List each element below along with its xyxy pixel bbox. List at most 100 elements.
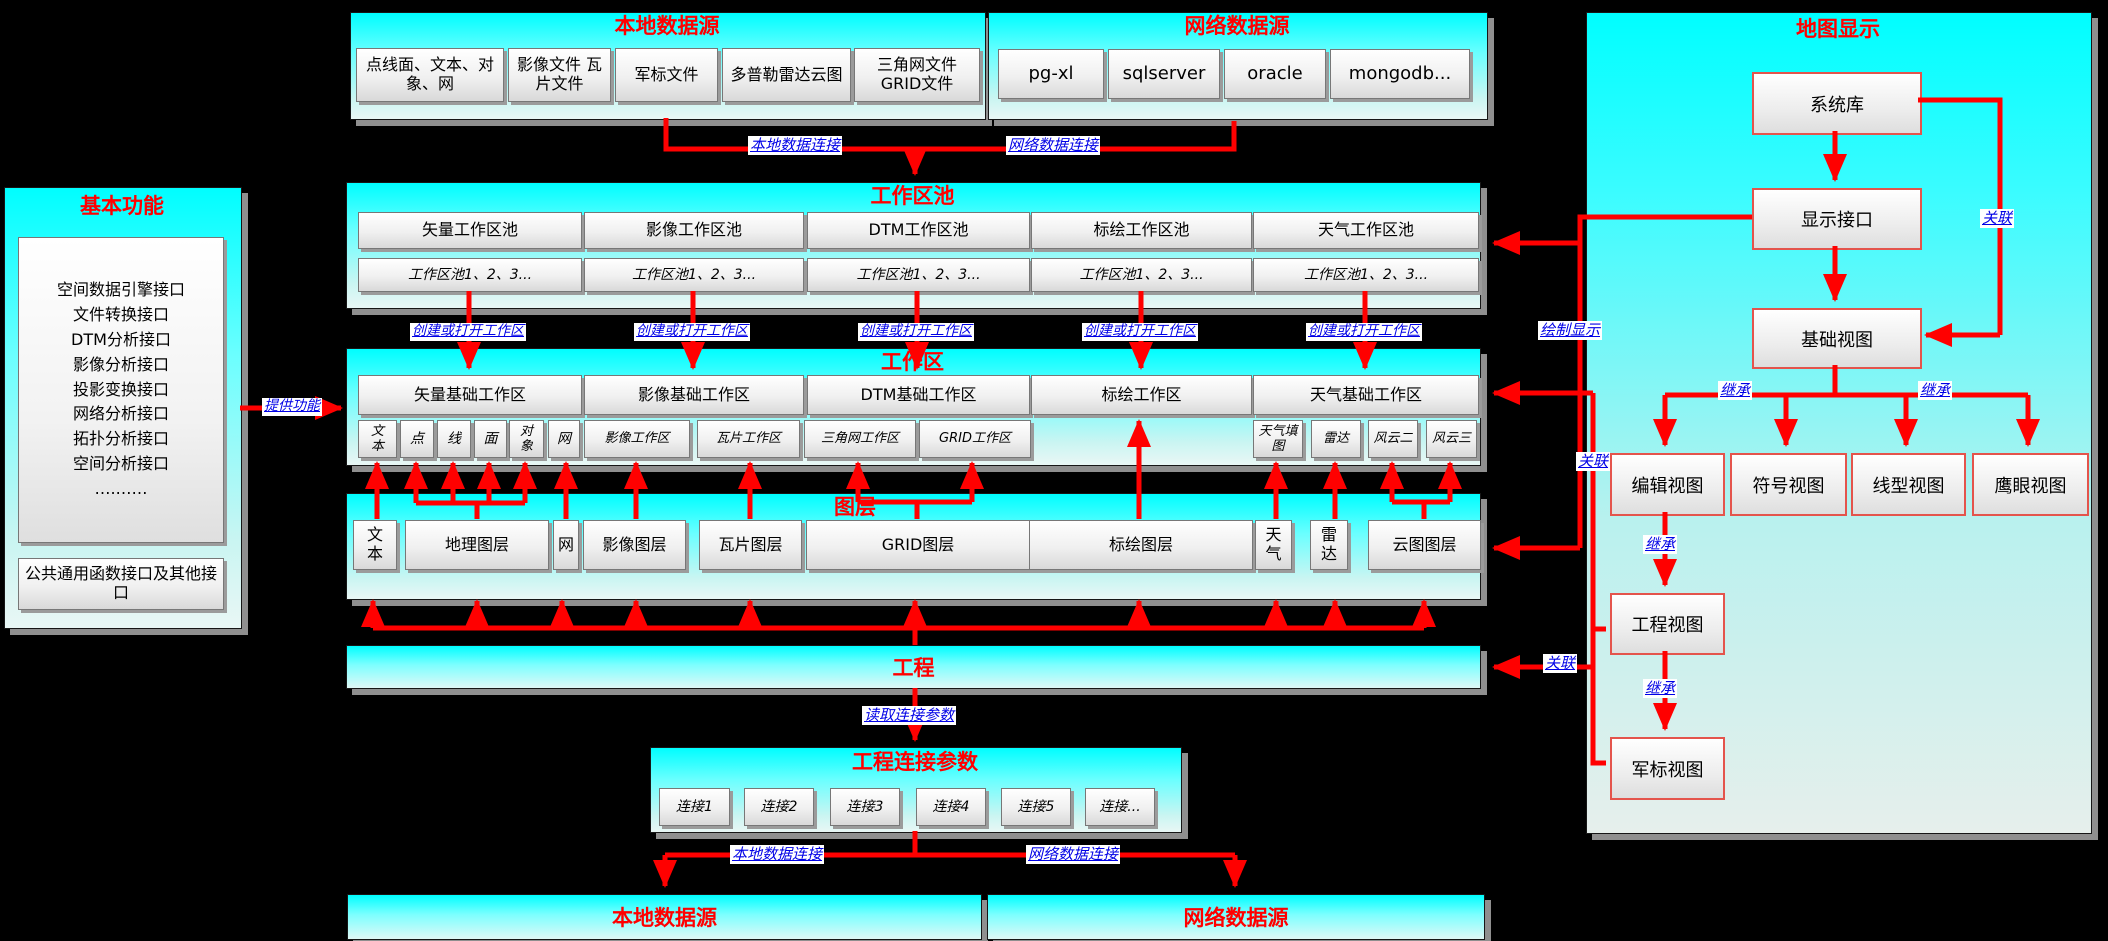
- pool-instances-1: 工作区池1、2、3...: [358, 258, 582, 292]
- label-provide-function: 提供功能: [262, 398, 322, 416]
- param-conn-3: 连接3: [830, 788, 900, 826]
- pool-instances-2: 工作区池1、2、3...: [584, 258, 804, 292]
- ws-sub-network: 网: [548, 420, 580, 458]
- layer-grid: GRID图层: [806, 520, 1030, 570]
- panel-workspace-title: 工作区: [881, 350, 944, 374]
- net-src-pgxl: pg-xl: [998, 49, 1104, 99]
- layer-plot: 标绘图层: [1029, 520, 1253, 570]
- interface-item: 空间分析接口: [72, 453, 169, 473]
- label-net-conn-bottom: 网络数据连接: [1026, 845, 1121, 864]
- interface-item: 投影变换接口: [72, 379, 169, 399]
- panel-basic-functions-title: 基本功能: [80, 194, 164, 218]
- panel-workspace-pool-title: 工作区池: [870, 184, 955, 208]
- layer-tile: 瓦片图层: [699, 520, 802, 570]
- param-conn-2: 连接2: [744, 788, 814, 826]
- ws-sub-tin-workspace: 三角网工作区: [804, 420, 916, 458]
- map-node-symbol-view: 符号视图: [1730, 453, 1847, 516]
- ws-sub-fengyun3: 风云三: [1426, 420, 1477, 458]
- interface-item: 空间数据引擎接口: [56, 280, 185, 300]
- pool-instances-5: 工作区池1、2、3...: [1253, 258, 1479, 292]
- label-inherit-projectview: 继承: [1643, 535, 1678, 554]
- label-create-open-2: 创建或打开工作区: [634, 323, 750, 341]
- ws-sub-image-workspace: 影像工作区: [584, 420, 690, 458]
- label-create-open-3: 创建或打开工作区: [858, 323, 974, 341]
- ws-plot: 标绘工作区: [1031, 375, 1252, 415]
- local-src-file-vector: 点线面、文本、对象、网: [356, 48, 504, 102]
- panel-layers-title: 图层: [834, 495, 876, 519]
- interface-item: ….……: [94, 478, 148, 498]
- layer-network: 网: [553, 520, 579, 570]
- layer-cloud: 云图图层: [1368, 520, 1481, 570]
- basic-functions-interfaces: 空间数据引擎接口 文件转换接口 DTM分析接口 影像分析接口 投影变换接口 网络…: [18, 237, 224, 543]
- panel-network-datasource-top-title: 网络数据源: [1184, 14, 1290, 38]
- label-assoc-baseview: 关联: [1980, 209, 2015, 228]
- panel-local-datasource-top-title: 本地数据源: [614, 14, 720, 38]
- map-node-project-view: 工程视图: [1610, 593, 1725, 655]
- map-node-display-interface: 显示接口: [1752, 188, 1922, 250]
- label-assoc-workspace: 关联: [1576, 452, 1611, 471]
- param-conn-4: 连接4: [916, 788, 986, 826]
- net-src-oracle: oracle: [1224, 49, 1326, 99]
- map-node-edit-view: 编辑视图: [1610, 453, 1725, 516]
- interface-item: DTM分析接口: [71, 330, 171, 349]
- ws-sub-tile-workspace: 瓦片工作区: [697, 420, 800, 458]
- local-src-file-image: 影像文件 瓦片文件: [508, 48, 611, 102]
- label-create-open-1: 创建或打开工作区: [410, 323, 526, 341]
- label-inherit-militaryview: 继承: [1643, 679, 1678, 698]
- ws-dtm-base: DTM基础工作区: [807, 375, 1030, 415]
- label-read-params: 读取连接参数: [862, 706, 957, 725]
- ws-sub-fengyun2: 风云二: [1368, 420, 1418, 458]
- pool-vector: 矢量工作区池: [358, 212, 582, 249]
- ws-sub-line: 线: [437, 420, 471, 458]
- label-create-open-5: 创建或打开工作区: [1306, 323, 1422, 341]
- local-src-file-military: 军标文件: [615, 48, 718, 102]
- layer-geographic: 地理图层: [405, 520, 549, 570]
- basic-functions-common: 公共通用函数接口及其他接口: [18, 558, 224, 610]
- label-local-conn-top: 本地数据连接: [748, 136, 843, 155]
- label-assoc-project: 关联: [1543, 654, 1578, 673]
- interface-item: 影像分析接口: [72, 354, 169, 374]
- label-inherit-right: 继承: [1918, 381, 1953, 400]
- panel-map-display-title: 地图显示: [1796, 17, 1880, 41]
- ws-sub-grid-workspace: GRID工作区: [919, 420, 1031, 458]
- net-src-sqlserver: sqlserver: [1108, 49, 1220, 99]
- ws-sub-weather-fill: 天气填图: [1253, 420, 1303, 458]
- label-net-conn-top: 网络数据连接: [1006, 136, 1101, 155]
- panel-map-display: [1586, 12, 2092, 834]
- panel-project-params-title: 工程连接参数: [852, 750, 978, 774]
- map-node-base-view: 基础视图: [1752, 308, 1922, 369]
- label-draw-display: 绘制显示: [1538, 321, 1603, 340]
- ws-sub-radar: 雷达: [1311, 420, 1361, 458]
- param-conn-5: 连接5: [1001, 788, 1071, 826]
- map-node-line-view: 线型视图: [1851, 453, 1966, 516]
- ws-sub-text: 文本: [358, 420, 397, 458]
- pool-instances-4: 工作区池1、2、3...: [1031, 258, 1252, 292]
- layer-radar: 雷达: [1310, 520, 1348, 570]
- pool-plot: 标绘工作区池: [1031, 212, 1252, 249]
- net-src-mongodb: mongodb...: [1330, 49, 1470, 99]
- bar-network-datasource-bottom: 网络数据源: [987, 894, 1485, 940]
- param-conn-more: 连接...: [1085, 788, 1155, 826]
- local-src-file-radar: 多普勒雷达云图: [722, 48, 851, 102]
- ws-sub-object: 对象: [509, 420, 544, 458]
- layer-weather: 天气: [1255, 520, 1292, 570]
- map-node-system-lib: 系统库: [1752, 72, 1922, 135]
- layer-image: 影像图层: [583, 520, 686, 570]
- param-conn-1: 连接1: [659, 788, 730, 826]
- map-node-eagle-view: 鹰眼视图: [1972, 453, 2089, 516]
- bar-local-datasource-bottom: 本地数据源: [347, 894, 982, 940]
- pool-instances-3: 工作区池1、2、3...: [807, 258, 1030, 292]
- pool-dtm: DTM工作区池: [807, 212, 1030, 249]
- bar-project: 工程: [346, 645, 1481, 689]
- label-local-conn-bottom: 本地数据连接: [730, 845, 825, 864]
- ws-image-base: 影像基础工作区: [584, 375, 804, 415]
- map-node-military-view: 军标视图: [1610, 737, 1725, 800]
- ws-vector-base: 矢量基础工作区: [358, 375, 582, 415]
- interface-item: 文件转换接口: [72, 305, 169, 325]
- ws-sub-polygon: 面: [474, 420, 507, 458]
- ws-weather-base: 天气基础工作区: [1253, 375, 1479, 415]
- local-src-file-tin-grid: 三角网文件 GRID文件: [854, 48, 980, 102]
- label-create-open-4: 创建或打开工作区: [1082, 323, 1198, 341]
- layer-text: 文本: [353, 520, 397, 570]
